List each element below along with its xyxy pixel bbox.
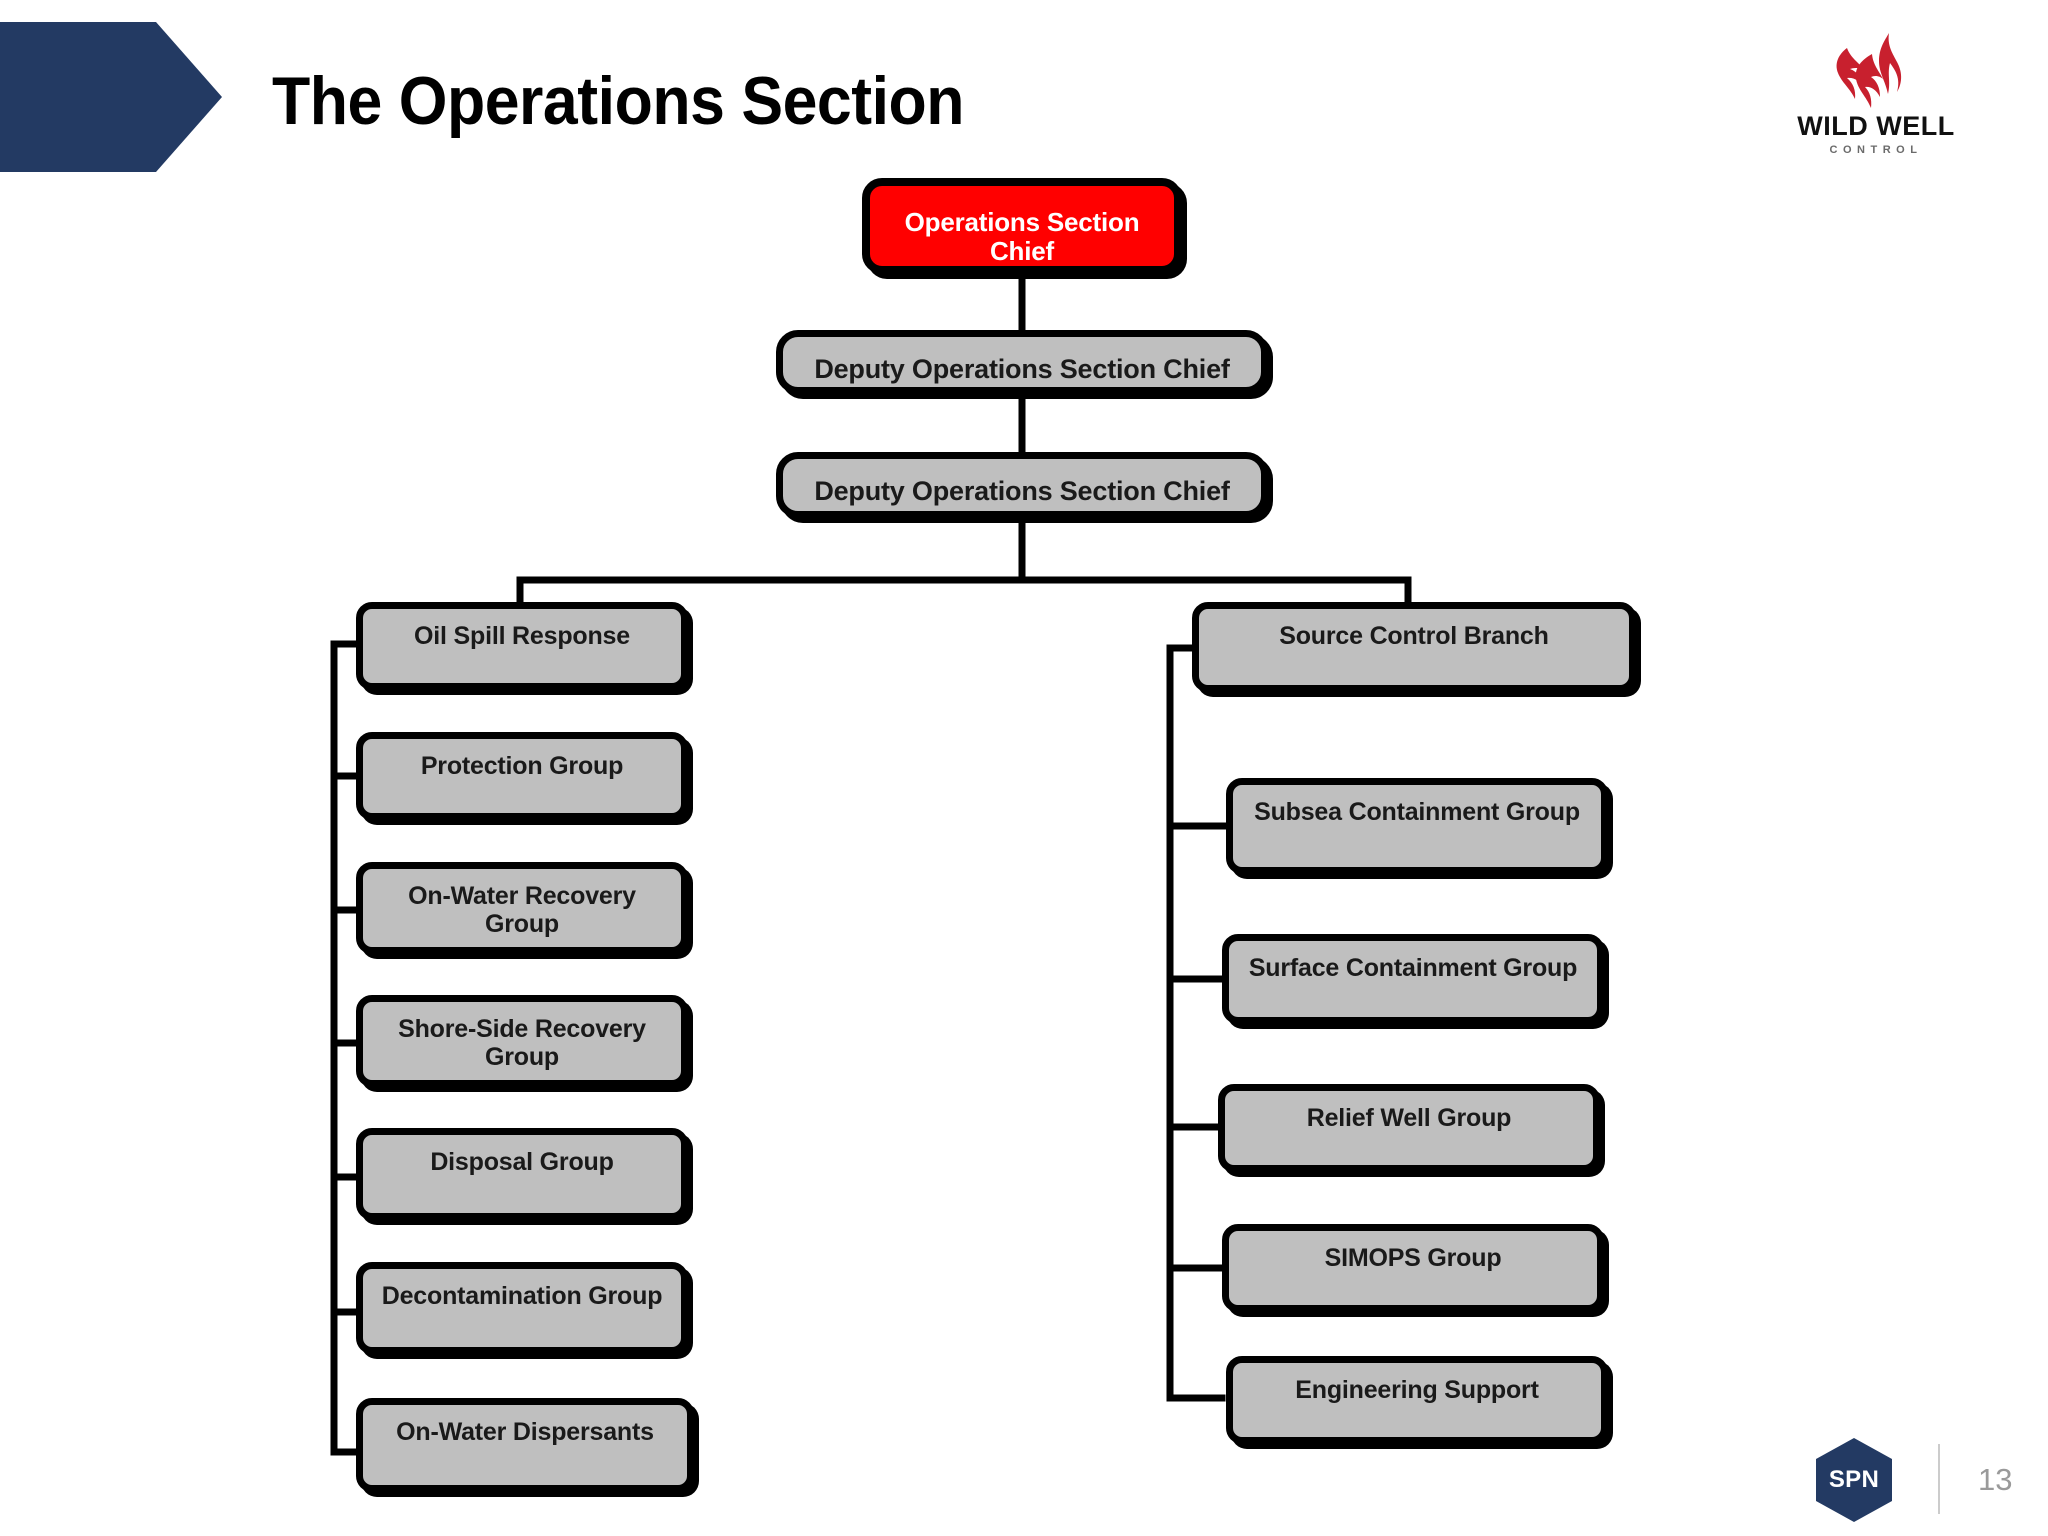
page-number: 13 (1978, 1462, 2013, 1497)
node-operations-section-chief[interactable]: Operations Section Chief (862, 178, 1182, 274)
node-engineering-support[interactable]: Engineering Support (1226, 1356, 1608, 1444)
spn-logo-label: SPN (1828, 1466, 1880, 1493)
node-deputy-operations-section-chief-1[interactable]: Deputy Operations Section Chief (776, 330, 1268, 394)
node-on-water-dispersants[interactable]: On-Water Dispersants (356, 1398, 694, 1492)
wild-well-control-logo: WILD WELL CONTROL (1766, 32, 1986, 156)
flame-icon (1836, 33, 1902, 108)
node-oil-spill-response[interactable]: Oil Spill Response (356, 602, 688, 690)
node-source-control-branch[interactable]: Source Control Branch (1192, 602, 1636, 692)
node-surface-containment-group[interactable]: Surface Containment Group (1222, 934, 1604, 1024)
brand-wordmark: WILD WELL (1797, 111, 1955, 141)
node-disposal-group[interactable]: Disposal Group (356, 1128, 688, 1220)
node-shore-side-recovery-group[interactable]: Shore-Side Recovery Group (356, 995, 688, 1087)
node-relief-well-group[interactable]: Relief Well Group (1218, 1084, 1600, 1172)
brand-subwordmark: CONTROL (1829, 144, 1923, 156)
footer-divider (1938, 1444, 1940, 1514)
page-title: The Operations Section (272, 63, 965, 139)
node-decontamination-group[interactable]: Decontamination Group (356, 1262, 688, 1354)
node-deputy-operations-section-chief-2[interactable]: Deputy Operations Section Chief (776, 452, 1268, 518)
node-protection-group[interactable]: Protection Group (356, 732, 688, 820)
node-on-water-recovery-group[interactable]: On-Water Recovery Group (356, 862, 688, 954)
node-simops-group[interactable]: SIMOPS Group (1222, 1224, 1604, 1312)
node-subsea-containment-group[interactable]: Subsea Containment Group (1226, 778, 1608, 874)
